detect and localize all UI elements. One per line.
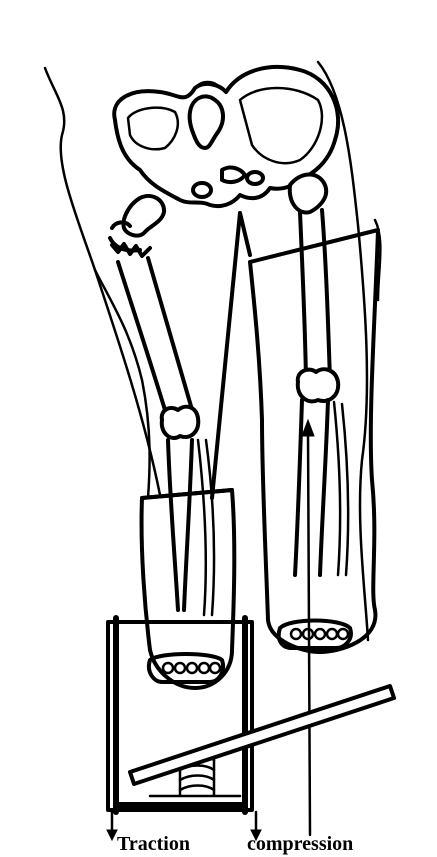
lever-bar [130, 686, 394, 784]
left-fibula [198, 440, 214, 615]
right-femoral-condyles [298, 369, 338, 401]
compression-arrow-head [302, 420, 314, 436]
left-leg-outer-contour [95, 270, 150, 498]
left-foot-bones [163, 663, 220, 673]
compression-label: compression [247, 833, 353, 855]
traction-rod [212, 213, 250, 498]
left-femoral-head [123, 196, 164, 236]
left-cast-top [142, 490, 232, 498]
right-femur-shaft [300, 210, 330, 380]
right-femoral-head [290, 174, 326, 212]
left-tibia [168, 440, 192, 610]
compression-rod [308, 432, 310, 835]
traction-left-arrow [107, 830, 117, 840]
traction-label: Traction [117, 833, 190, 855]
right-fibula [334, 402, 348, 575]
right-cast [250, 230, 378, 652]
right-foot-bones [291, 629, 348, 639]
right-tibia [295, 400, 328, 575]
left-femoral-condyles [162, 407, 199, 438]
